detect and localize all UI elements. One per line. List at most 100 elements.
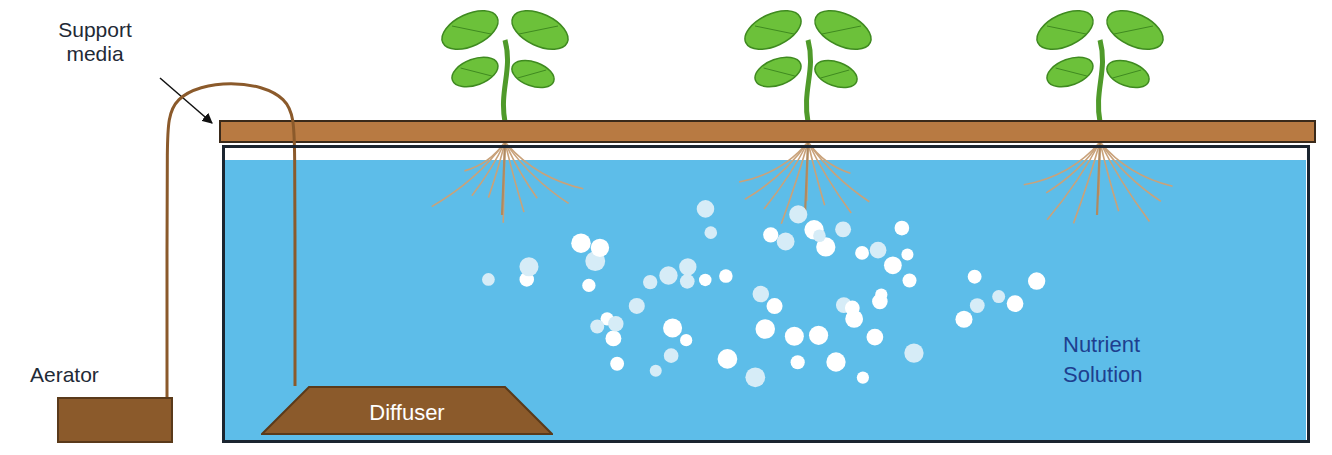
leaf-vein — [461, 68, 492, 76]
part-label: Support media — [30, 18, 160, 66]
leaf — [448, 52, 502, 93]
air-bubble — [789, 205, 807, 223]
leaf-vein — [1114, 26, 1153, 34]
air-bubble — [591, 239, 609, 257]
leaf-vein — [519, 26, 558, 34]
air-bubble — [970, 298, 985, 313]
leaf — [811, 55, 861, 93]
node-label: Diffuser — [369, 398, 444, 428]
tap-root — [502, 142, 505, 215]
node-label: Nutrient Solution — [1063, 330, 1173, 389]
leaf-vein — [755, 26, 794, 34]
air-bubble — [785, 327, 804, 346]
leaf — [1103, 55, 1153, 93]
root — [808, 142, 851, 213]
air-bubble — [845, 310, 863, 328]
air-bubble — [835, 221, 851, 237]
leaf-vein — [1113, 70, 1142, 78]
leaf-vein — [764, 68, 795, 76]
air-bubble — [659, 266, 677, 284]
air-bubble — [992, 290, 1005, 303]
root — [432, 142, 505, 207]
air-bubble — [903, 274, 917, 288]
air-tube — [167, 84, 295, 397]
air-bubble — [855, 246, 869, 260]
leaf — [1043, 52, 1097, 93]
tank: Nutrient SolutionDiffuser — [222, 145, 1310, 443]
air-bubble — [663, 318, 682, 337]
air-bubble — [813, 229, 826, 242]
leaf-vein — [821, 70, 850, 78]
air-bubble — [1028, 272, 1045, 289]
tap-root — [1097, 142, 1100, 215]
air-bubble — [699, 274, 711, 286]
air-gap — [224, 147, 1306, 160]
air-bubble — [605, 330, 621, 346]
leaf-vein — [1047, 26, 1086, 34]
leaf — [436, 3, 504, 57]
leaf — [1031, 3, 1099, 57]
aerator-box: Aerator — [57, 397, 173, 443]
air-bubble — [664, 348, 679, 363]
air-bubble — [680, 274, 695, 289]
leaf — [751, 52, 805, 93]
seedling — [1031, 3, 1169, 122]
air-bubble — [901, 249, 913, 261]
root — [1047, 142, 1100, 220]
stem — [806, 40, 810, 122]
air-bubble — [650, 365, 662, 377]
water-fill — [224, 147, 1306, 441]
leaf-vein — [518, 70, 547, 78]
air-bubble — [704, 226, 717, 239]
diffuser-shape: Diffuser — [261, 386, 553, 435]
node-label: Aerator — [30, 361, 99, 389]
air-bubble — [697, 200, 715, 218]
air-bubble — [809, 326, 828, 345]
air-bubble — [571, 233, 591, 253]
air-bubble — [643, 275, 657, 289]
air-bubble — [590, 320, 604, 334]
root — [1100, 142, 1173, 186]
leaf-vein — [1056, 68, 1087, 76]
air-bubble — [826, 352, 845, 371]
support-board — [220, 121, 1315, 142]
air-bubble — [884, 256, 902, 274]
root — [781, 142, 808, 224]
air-bubble — [610, 357, 624, 371]
roots — [432, 142, 1173, 224]
air-bubble — [753, 286, 770, 303]
root — [1073, 142, 1100, 223]
stem — [1098, 40, 1102, 122]
air-bubble — [870, 242, 887, 259]
plants — [436, 3, 1169, 122]
air-bubble — [777, 233, 795, 251]
root — [472, 142, 505, 196]
root — [505, 142, 583, 189]
leaf — [739, 3, 807, 57]
leaf — [508, 55, 558, 93]
air-bubble — [968, 270, 982, 284]
air-bubble — [629, 298, 645, 314]
seedling — [436, 3, 574, 122]
air-bubble — [680, 334, 692, 346]
air-bubble — [1007, 295, 1024, 312]
stem — [503, 40, 507, 122]
air-bubble — [608, 316, 623, 331]
root — [745, 142, 808, 199]
air-bubble — [679, 258, 696, 275]
diffuser-body — [262, 387, 552, 434]
leader-line — [160, 78, 212, 123]
leaf — [1101, 3, 1169, 57]
tap-root — [805, 142, 808, 215]
root — [764, 142, 808, 209]
leaf — [809, 3, 877, 57]
air-bubble — [866, 329, 883, 346]
air-bubble — [767, 298, 783, 314]
air-bubble — [791, 355, 805, 369]
root — [505, 142, 537, 198]
root — [808, 142, 869, 202]
leaf — [506, 3, 574, 57]
